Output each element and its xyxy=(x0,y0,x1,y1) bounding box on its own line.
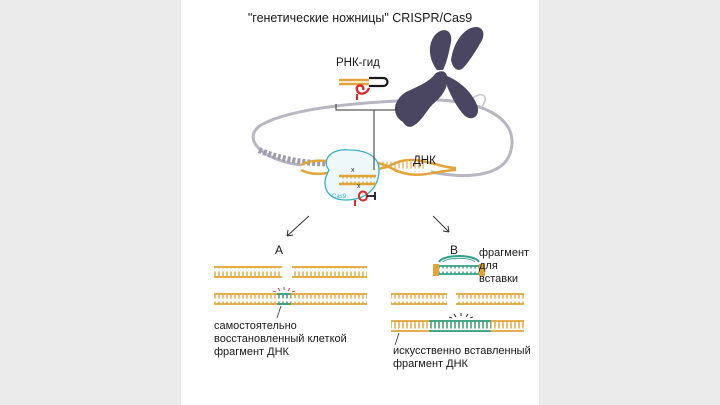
label-dna: ДНК xyxy=(413,155,436,167)
diagram-canvas: x x xyxy=(181,0,539,405)
svg-text:x: x xyxy=(351,167,355,174)
panel-b-cut-dna xyxy=(391,293,524,305)
svg-text:x: x xyxy=(357,183,361,190)
insert-fragment xyxy=(433,255,485,276)
label-self-repaired: самостоятельно восстановленный клеткой ф… xyxy=(214,320,347,358)
panel-a-cut-dna xyxy=(214,266,367,278)
branch-arrows xyxy=(286,215,450,237)
guide-rna-icon xyxy=(339,76,389,100)
label-panel-a: А xyxy=(275,243,284,257)
chromosome xyxy=(395,26,484,127)
label-panel-b: В xyxy=(450,243,459,257)
label-artificially-inserted: искусственно вставленный фрагмент ДНК xyxy=(393,345,531,370)
diagram-graphic: x x xyxy=(214,26,524,346)
diagram-title: "генетические ножницы" CRISPR/Cas9 xyxy=(247,11,473,25)
panel-a-repaired-dna xyxy=(214,287,367,305)
dna-loop xyxy=(251,93,514,178)
panel-b-inserted-dna xyxy=(276,305,524,346)
guide-bracket xyxy=(335,104,397,170)
label-cas9: Cas9 xyxy=(332,194,347,200)
label-guide-rna: РНК-гид xyxy=(336,57,380,69)
cas9-complex: x x xyxy=(324,149,380,206)
label-fragment-for-insert: фрагмент для вставки xyxy=(479,247,530,285)
